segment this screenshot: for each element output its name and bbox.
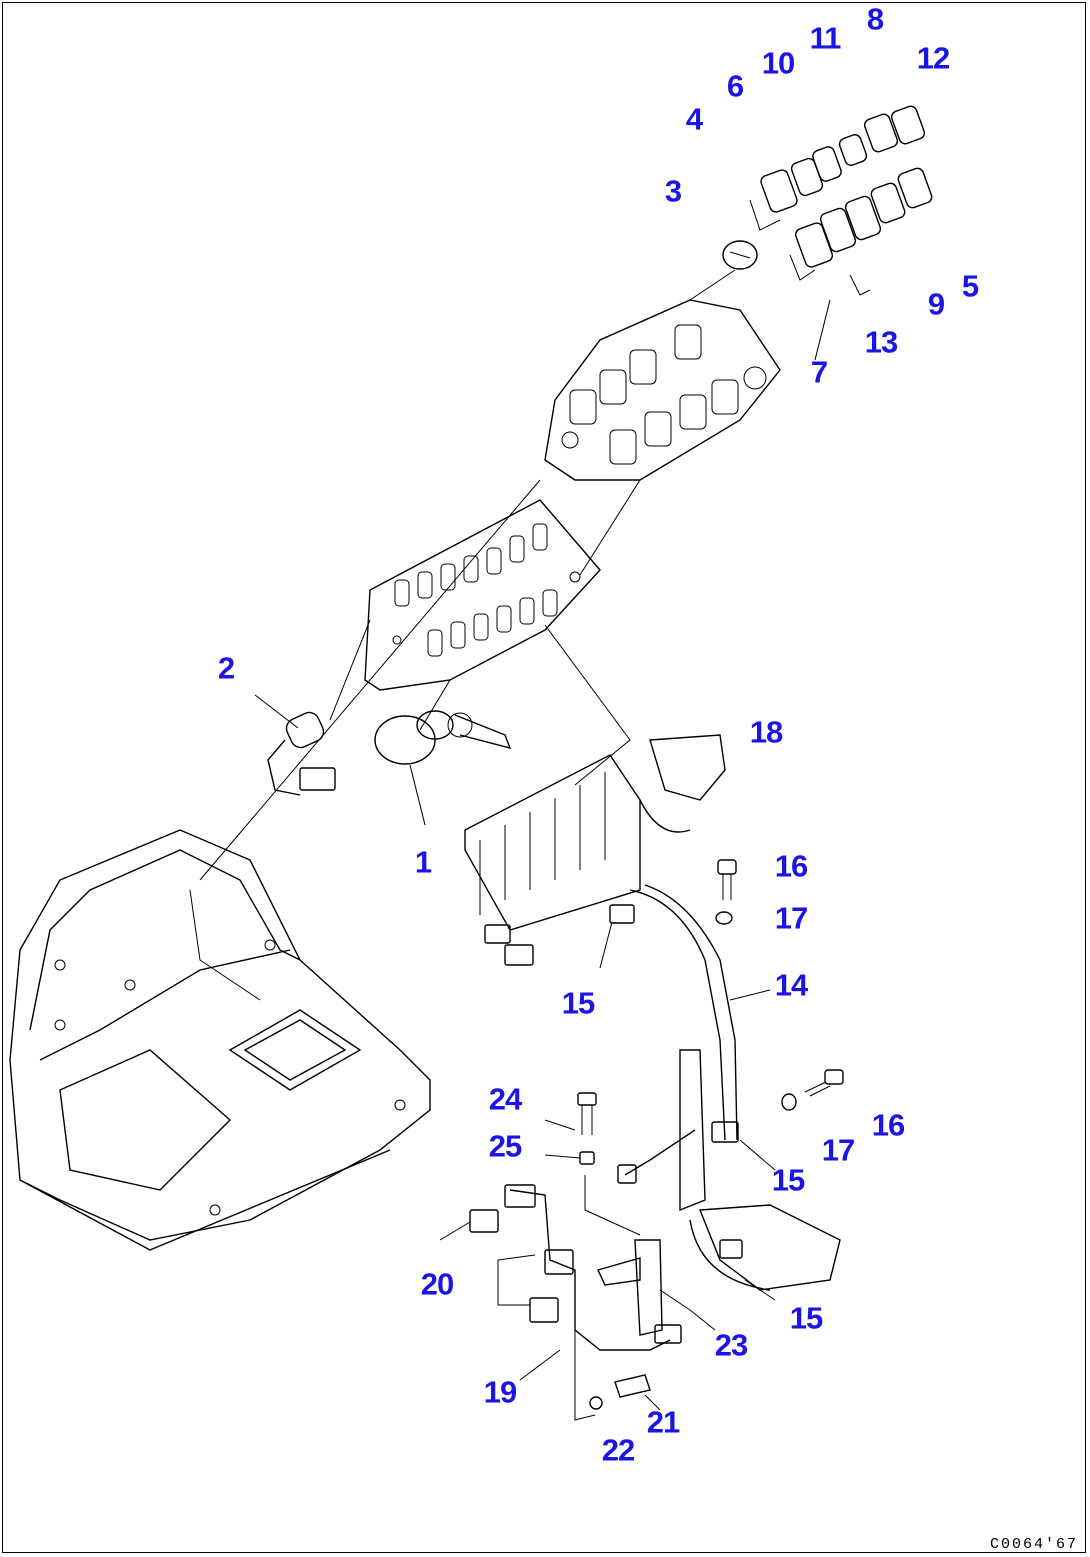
lower-switch-panel	[364, 499, 601, 691]
callout-21: 21	[646, 1404, 680, 1440]
callout-24: 24	[488, 1081, 522, 1117]
callout-22: 22	[601, 1432, 635, 1468]
callout-17: 17	[821, 1132, 855, 1168]
callout-14: 14	[774, 967, 808, 1003]
callout-2: 2	[217, 650, 235, 686]
callout-15: 15	[561, 985, 595, 1021]
callout-6: 6	[726, 68, 744, 104]
wiring-harness	[464, 734, 841, 1291]
callout-15: 15	[771, 1162, 805, 1198]
callout-12: 12	[916, 40, 950, 76]
callout-23: 23	[714, 1327, 748, 1363]
bracket-assembly	[439, 1092, 682, 1410]
knob-part	[722, 240, 758, 270]
bolt-washer-right	[781, 1069, 844, 1111]
callout-13: 13	[864, 324, 898, 360]
leader-lines	[199, 269, 871, 1421]
callout-18: 18	[749, 714, 783, 750]
callout-16: 16	[871, 1107, 905, 1143]
key-switch-part	[374, 710, 512, 765]
callout-17: 17	[774, 900, 808, 936]
callout-4: 4	[685, 101, 703, 137]
buzzer-part	[267, 711, 336, 796]
callout-16: 16	[774, 848, 808, 884]
callout-5: 5	[961, 268, 979, 304]
drawing-code: C0064'67	[989, 1536, 1078, 1553]
callout-7: 7	[810, 354, 828, 390]
callout-20: 20	[420, 1266, 454, 1302]
switch-row-lower	[789, 167, 933, 281]
callout-15: 15	[789, 1300, 823, 1336]
callout-1: 1	[414, 844, 432, 880]
callout-11: 11	[809, 20, 842, 56]
callout-10: 10	[761, 45, 795, 81]
callout-8: 8	[866, 1, 884, 37]
switch-row-upper	[749, 105, 926, 231]
bolt-washer-upper	[715, 859, 737, 925]
upper-switch-panel	[544, 299, 781, 481]
callout-9: 9	[927, 286, 945, 322]
callout-25: 25	[488, 1128, 522, 1164]
callout-19: 19	[483, 1374, 517, 1410]
callout-3: 3	[664, 173, 682, 209]
console-housing	[9, 829, 431, 1251]
